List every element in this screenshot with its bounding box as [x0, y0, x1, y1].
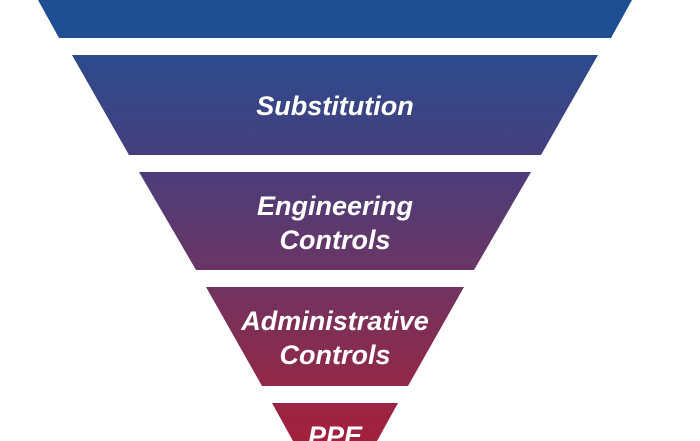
tier-elimination-band [38, 0, 632, 38]
tier-ppe-label: PPE [308, 421, 363, 441]
tier-ppe: PPE [272, 403, 398, 441]
tier-substitution-label: Substitution [256, 91, 413, 121]
tier-administrative-controls-label-line-1: Administrative [240, 306, 429, 336]
tier-engineering-controls-label-line-2: Controls [280, 225, 391, 255]
tier-engineering-controls-band [139, 172, 531, 270]
tier-substitution-band [72, 55, 598, 155]
tier-administrative-controls-band [206, 287, 464, 386]
tier-administrative-controls-label-line-2: Controls [280, 340, 391, 370]
tier-substitution: Substitution [72, 55, 598, 155]
tier-engineering-controls-label-line-1: Engineering [257, 191, 414, 221]
tier-ppe-band [272, 403, 398, 441]
tier-engineering-controls: Engineering Controls [139, 172, 531, 270]
tier-administrative-controls: Administrative Controls [206, 287, 464, 386]
